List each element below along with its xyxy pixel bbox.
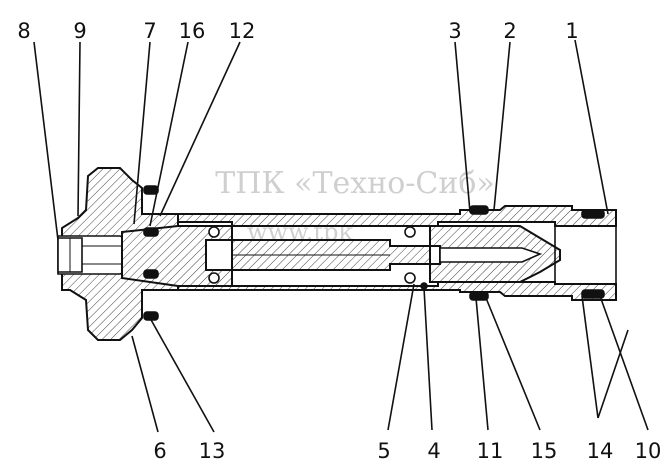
seal-2-bottom <box>469 291 489 301</box>
seal-2-top <box>469 205 489 215</box>
seal-1-top <box>581 209 605 219</box>
callout-3: 3 <box>448 19 461 43</box>
watermark-title: ТПК «Техно-Сиб» <box>215 166 495 201</box>
seal-13-top <box>143 185 159 195</box>
callout-12: 12 <box>229 19 256 43</box>
seal-16 <box>143 227 159 237</box>
callout-2: 2 <box>503 19 516 43</box>
callout-14: 14 <box>587 439 614 463</box>
callout-9: 9 <box>73 19 86 43</box>
tube-top-wall <box>177 205 617 227</box>
callout-10: 10 <box>635 439 662 463</box>
ball-bottom-left <box>208 272 220 284</box>
callout-16: 16 <box>179 19 206 43</box>
seal-1-bottom <box>581 289 605 299</box>
ball-top-right <box>404 226 416 238</box>
callout-13: 13 <box>199 439 226 463</box>
callout-8: 8 <box>17 19 30 43</box>
callout-7: 7 <box>143 19 156 43</box>
tube-bottom-wall <box>177 281 617 301</box>
callout-11: 11 <box>477 439 504 463</box>
seal-16-bottom <box>143 269 159 279</box>
ball-bottom-right <box>404 272 416 284</box>
ball-top-left <box>208 226 220 238</box>
valve-channel <box>439 247 543 263</box>
callout-1: 1 <box>565 19 578 43</box>
callout-15: 15 <box>531 439 558 463</box>
callout-5: 5 <box>377 439 390 463</box>
callout-4: 4 <box>427 439 440 463</box>
callout-6: 6 <box>153 439 166 463</box>
